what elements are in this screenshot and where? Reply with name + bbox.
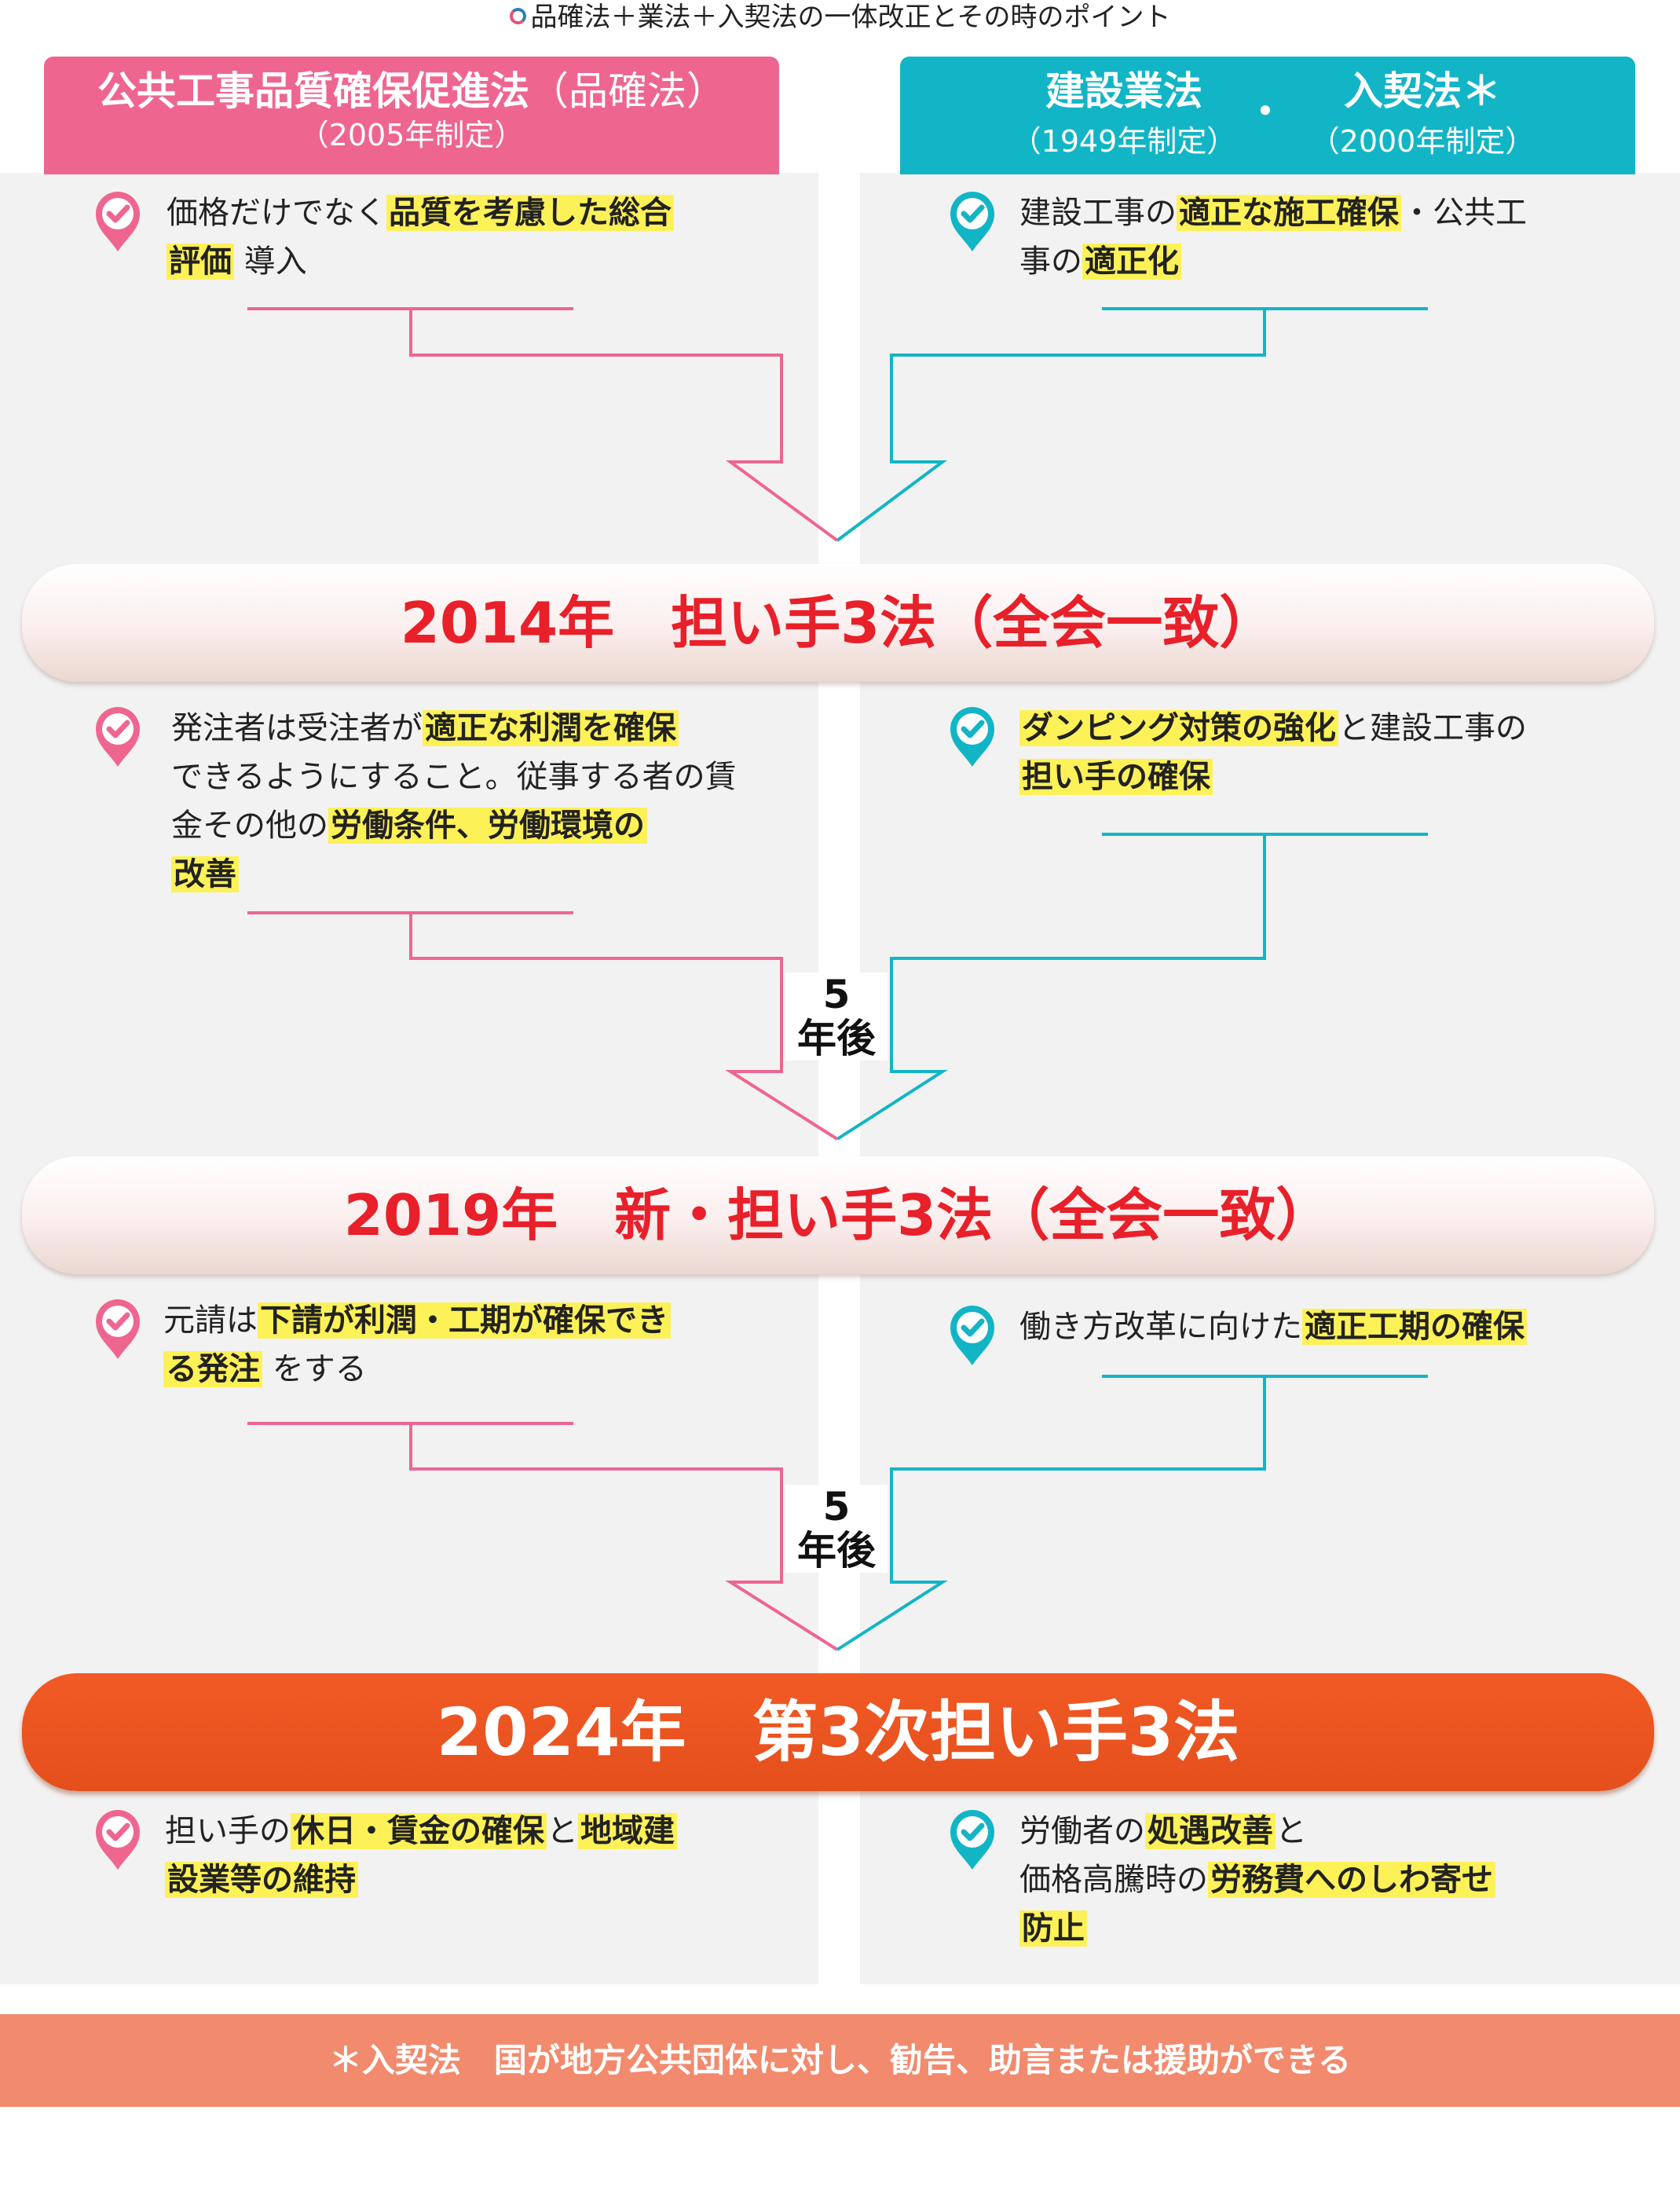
pink-check-pin-icon [96, 707, 140, 767]
interval-unit: 年後 [797, 1528, 876, 1573]
right-header: 建設業法 ・ 入契法＊ （1949年制定） （2000年制定） [900, 57, 1635, 174]
right-header-year1: （1949年制定） [1011, 124, 1237, 159]
pink-check-pin-icon [96, 1810, 140, 1870]
right-header-year2: （2000年制定） [1309, 124, 1535, 159]
left-header: 公共工事品質確保促進法（品確法） （2005年制定） [44, 57, 779, 174]
teal-check-pin-icon [950, 1306, 994, 1365]
pink-check-pin-icon [96, 1299, 140, 1359]
right-header-dot: ・ [1246, 89, 1285, 134]
left-connector-1 [247, 307, 839, 542]
highlight: 地域建 [578, 1813, 677, 1849]
bullet-ring-icon [509, 8, 526, 24]
highlight: ダンピング対策の強化 [1019, 710, 1338, 746]
right-connector-3 [836, 1375, 1428, 1651]
right-header-name1: 建設業法 [1045, 68, 1202, 114]
highlight: 適正な利潤を確保 [423, 710, 679, 746]
highlight: 労務費へのしわ寄せ [1208, 1862, 1495, 1898]
interval-number: 5 [822, 1484, 851, 1529]
highlight: 下請が利潤・工期が確保でき [258, 1302, 671, 1339]
right-connector-2 [836, 833, 1428, 1141]
interval-label-1: 5 年後 [785, 973, 888, 1061]
highlight: 処遇改善 [1145, 1813, 1276, 1849]
highlight: 担い手の確保 [1019, 759, 1213, 795]
interval-unit: 年後 [797, 1016, 876, 1061]
highlight: 労働条件、労働環境の [328, 808, 647, 844]
teal-check-pin-icon [950, 707, 994, 767]
footer-note: ＊入契法 国が地方公共団体に対し、勧告、助言または援助ができる [0, 2014, 1680, 2107]
highlight: 評価 [167, 244, 234, 280]
left-header-year: （2005年制定） [298, 118, 525, 152]
highlight: 改善 [171, 856, 239, 892]
pink-check-pin-icon [96, 192, 140, 251]
interval-number: 5 [822, 972, 851, 1017]
milestone-2019: 2019年 新・担い手3法（全会一致） [22, 1156, 1654, 1274]
left-header-short: （品確法） [529, 68, 726, 114]
interval-label-2: 5 年後 [785, 1485, 888, 1573]
left-header-name: 公共工事品質確保促進法 [97, 68, 529, 114]
highlight: 適正な施工確保 [1177, 195, 1401, 231]
teal-check-pin-icon [950, 192, 994, 251]
right-connector-1 [836, 307, 1428, 542]
highlight: 防止 [1019, 1910, 1087, 1947]
teal-check-pin-icon [950, 1810, 994, 1870]
highlight: 品質を考慮した総合 [386, 195, 674, 231]
milestone-2024: 2024年 第3次担い手3法 [22, 1673, 1654, 1791]
highlight: 適正化 [1082, 244, 1181, 280]
highlight: 休日・賃金の確保 [291, 1813, 547, 1849]
page-title: 品確法＋業法＋入契法の一体改正とその時のポイント [0, 0, 1680, 35]
highlight: 適正工期の確保 [1302, 1309, 1527, 1345]
left-connector-2 [247, 911, 839, 1141]
highlight: る発注 [163, 1351, 262, 1387]
left-connector-3 [247, 1422, 839, 1651]
highlight: 設業等の維持 [165, 1862, 358, 1898]
right-header-name2: 入契法＊ [1344, 68, 1501, 114]
milestone-2014: 2014年 担い手3法（全会一致） [22, 564, 1654, 682]
